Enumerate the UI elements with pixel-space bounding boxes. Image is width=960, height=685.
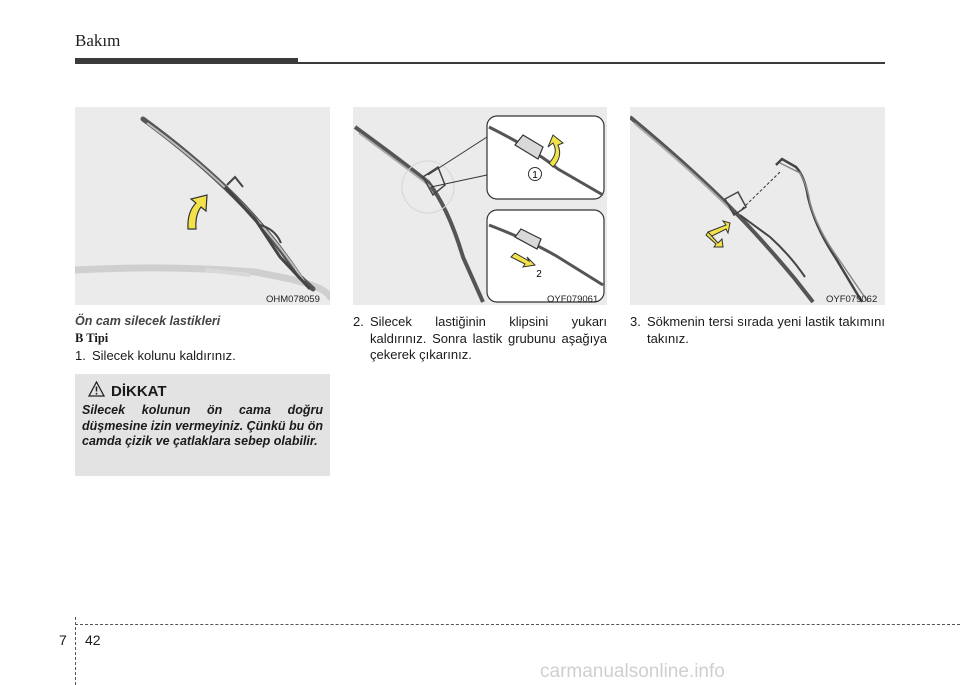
figure-code: OHM078059 [266, 294, 320, 305]
header-rule-thick [75, 58, 298, 64]
wiper-blade-install-illustration [630, 115, 869, 304]
callout-1: 1 [532, 170, 538, 181]
step-text: Sökmenin tersi sırada yeni lastik takımı… [647, 314, 885, 346]
wiper-arm-illustration [75, 116, 330, 301]
footer-vertical-rule [75, 617, 76, 685]
type-label: B Tipi [75, 331, 109, 345]
caution-title: DİKKAT [111, 383, 167, 400]
figure-code: OYF079062 [826, 294, 878, 305]
step-text: Silecek kolunu kaldırınız. [92, 348, 236, 363]
watermark: carmanualsonline.info [540, 661, 725, 682]
subsection-heading: Ön cam silecek lastikleri [75, 314, 221, 328]
footer-horizontal-rule [75, 624, 960, 625]
figure-raise-wiper-arm [75, 107, 330, 305]
callout-2: 2 [536, 269, 542, 280]
step-number: 1. [75, 348, 86, 363]
up-arrow-icon [707, 220, 731, 238]
step-3: 3. Sökmenin tersi sırada yeni lastik tak… [630, 314, 885, 347]
warning-triangle-icon [88, 381, 105, 397]
down-arrow-icon [705, 231, 724, 248]
inset-pull-down [486, 209, 605, 303]
step-text: Silecek lastiğinin klipsini yukarı kaldı… [370, 314, 607, 362]
figure-install-blade [630, 107, 885, 305]
chapter-number: 7 [59, 632, 67, 648]
header-rule-thin [298, 62, 885, 64]
step-number: 2. [353, 314, 364, 329]
step-number: 3. [630, 314, 641, 329]
up-arrow-icon [547, 134, 564, 168]
up-arrow-icon [187, 194, 208, 230]
caution-box [75, 374, 330, 476]
section-title: Bakım [75, 31, 121, 50]
figure-remove-blade: 1 2 [353, 107, 607, 305]
wiper-blade-removal-illustration: 1 2 [353, 115, 605, 303]
down-arrow-icon [510, 252, 537, 268]
step-1: 1. Silecek kolunu kaldırınız. [75, 348, 330, 365]
page-number: 42 [85, 632, 101, 648]
caution-text: Silecek kolunun ön cama doğru düşmesine … [82, 403, 324, 448]
step-2: 2. Silecek lastiğinin klipsini yukarı ka… [353, 314, 607, 364]
figure-code: OYF079061 [547, 294, 599, 305]
